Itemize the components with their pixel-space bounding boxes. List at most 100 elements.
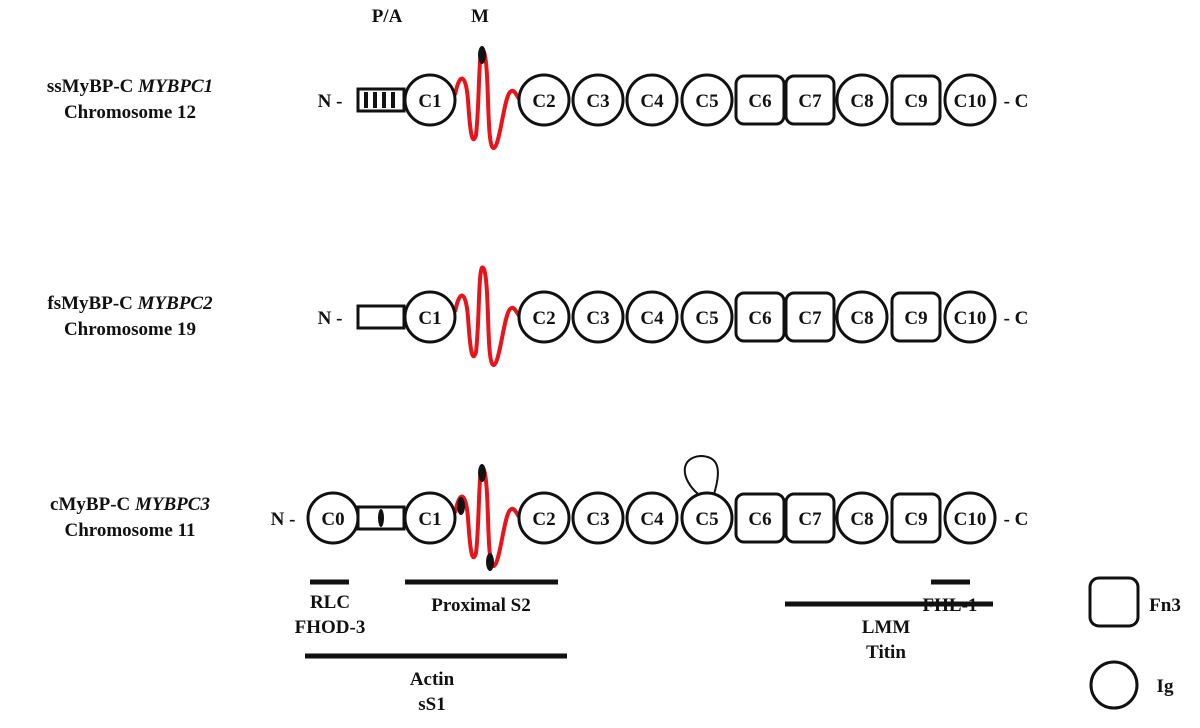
isoform-name: ssMyBP-C MYBPC1	[47, 76, 213, 97]
domain-c8	[835, 290, 889, 344]
m-motif-linker	[453, 265, 522, 368]
domain-c10	[943, 73, 997, 127]
domain-c7	[784, 291, 836, 343]
n-terminus-label: N -	[271, 509, 296, 530]
domain-c1	[403, 290, 457, 344]
pa-motif-label: P/A	[372, 6, 403, 27]
rlc-label: RLC	[310, 592, 350, 613]
domain-c7	[784, 74, 836, 126]
domain-label: C7	[798, 308, 822, 329]
lmm-label: LMM	[862, 617, 911, 638]
domain-c6	[734, 291, 786, 343]
isoform-gene: MYBPC2	[137, 293, 213, 314]
proximal-s2-label: Proximal S2	[431, 595, 530, 616]
domain-label: C0	[321, 509, 344, 530]
phosphorylation-site	[478, 46, 486, 64]
domain-c2	[517, 491, 571, 545]
binding-regions	[305, 579, 993, 659]
ss1-label: sS1	[418, 694, 445, 715]
domain-c8	[835, 491, 889, 545]
domain-c2	[517, 73, 571, 127]
phosphorylation-site	[457, 497, 465, 515]
domain-label: C5	[695, 308, 718, 329]
pa-region	[356, 505, 406, 531]
domain-label: C9	[904, 308, 927, 329]
domain-c3	[571, 491, 625, 545]
domain-c10	[943, 290, 997, 344]
domain-c8	[835, 73, 889, 127]
pa-region	[356, 87, 406, 113]
domain-label: C10	[954, 509, 987, 530]
domain-label: C2	[532, 91, 555, 112]
domain-label: C1	[418, 308, 441, 329]
isoform-chromosome: Chromosome 19	[64, 319, 196, 340]
domain-label: C8	[850, 308, 873, 329]
domain-label: C6	[748, 308, 771, 329]
domain-c4	[625, 491, 679, 545]
fhl1-label: FHL-1	[923, 595, 978, 616]
domain-c4	[625, 73, 679, 127]
c-terminus-label: - C	[1004, 509, 1029, 530]
fn3-legend-square-icon	[1088, 576, 1140, 628]
domain-c5	[680, 491, 734, 545]
ig-legend-circle-icon	[1089, 660, 1139, 710]
domain-c5	[680, 73, 734, 127]
actin-label: Actin	[410, 669, 455, 690]
domain-c9	[890, 291, 942, 343]
domain-c7	[784, 492, 836, 544]
domain-label: C6	[748, 509, 771, 530]
c-terminus-label: - C	[1004, 308, 1029, 329]
n-terminus-label: N -	[318, 91, 343, 112]
n-terminus-label: N -	[318, 308, 343, 329]
domain-label: C8	[850, 509, 873, 530]
domain-c6	[734, 492, 786, 544]
domain-label: C3	[586, 308, 609, 329]
domain-label: C1	[418, 91, 441, 112]
domain-label: C1	[418, 509, 441, 530]
isoform-gene: MYBPC1	[137, 76, 213, 97]
domain-c3	[571, 290, 625, 344]
m-motif-linker	[453, 466, 522, 569]
domain-c3	[571, 73, 625, 127]
m-motif-label: M	[471, 6, 489, 27]
domain-label: C9	[904, 509, 927, 530]
isoform-protein: cMyBP-C	[50, 494, 135, 515]
domain-label: C3	[586, 509, 609, 530]
domain-label: C9	[904, 91, 927, 112]
domain-label: C4	[640, 509, 664, 530]
fn3-legend-label: Fn3	[1149, 595, 1181, 616]
pa-region	[356, 304, 406, 330]
domain-c4	[625, 290, 679, 344]
domain-c10	[943, 491, 997, 545]
phosphorylation-site	[486, 553, 494, 571]
domain-c6	[734, 74, 786, 126]
domain-c1	[403, 491, 457, 545]
domain-c5	[680, 290, 734, 344]
isoform-name: fsMyBP-C MYBPC2	[47, 293, 213, 314]
domain-label: C2	[532, 308, 555, 329]
isoform-gene: MYBPC3	[134, 494, 210, 515]
domain-c1	[403, 73, 457, 127]
ig-legend-label: Ig	[1157, 676, 1174, 697]
domain-label: C10	[954, 308, 987, 329]
isoform-chromosome: Chromosome 12	[64, 102, 196, 123]
domain-label: C6	[748, 91, 771, 112]
isoform-name: cMyBP-C MYBPC3	[50, 494, 210, 515]
phosphorylation-site	[478, 464, 486, 482]
domain-label: C5	[695, 91, 718, 112]
domain-label: C7	[798, 91, 822, 112]
isoform-protein: fsMyBP-C	[47, 293, 137, 314]
domain-label: C3	[586, 91, 609, 112]
m-motif-linker	[453, 48, 522, 151]
domain-c9	[890, 492, 942, 544]
domain-label: C8	[850, 91, 873, 112]
c-terminus-label: - C	[1004, 91, 1029, 112]
isoform-chromosome: Chromosome 11	[64, 520, 195, 541]
c5-insertion-loop	[683, 454, 719, 495]
domain-label: C7	[798, 509, 822, 530]
titin-label: Titin	[866, 642, 906, 663]
